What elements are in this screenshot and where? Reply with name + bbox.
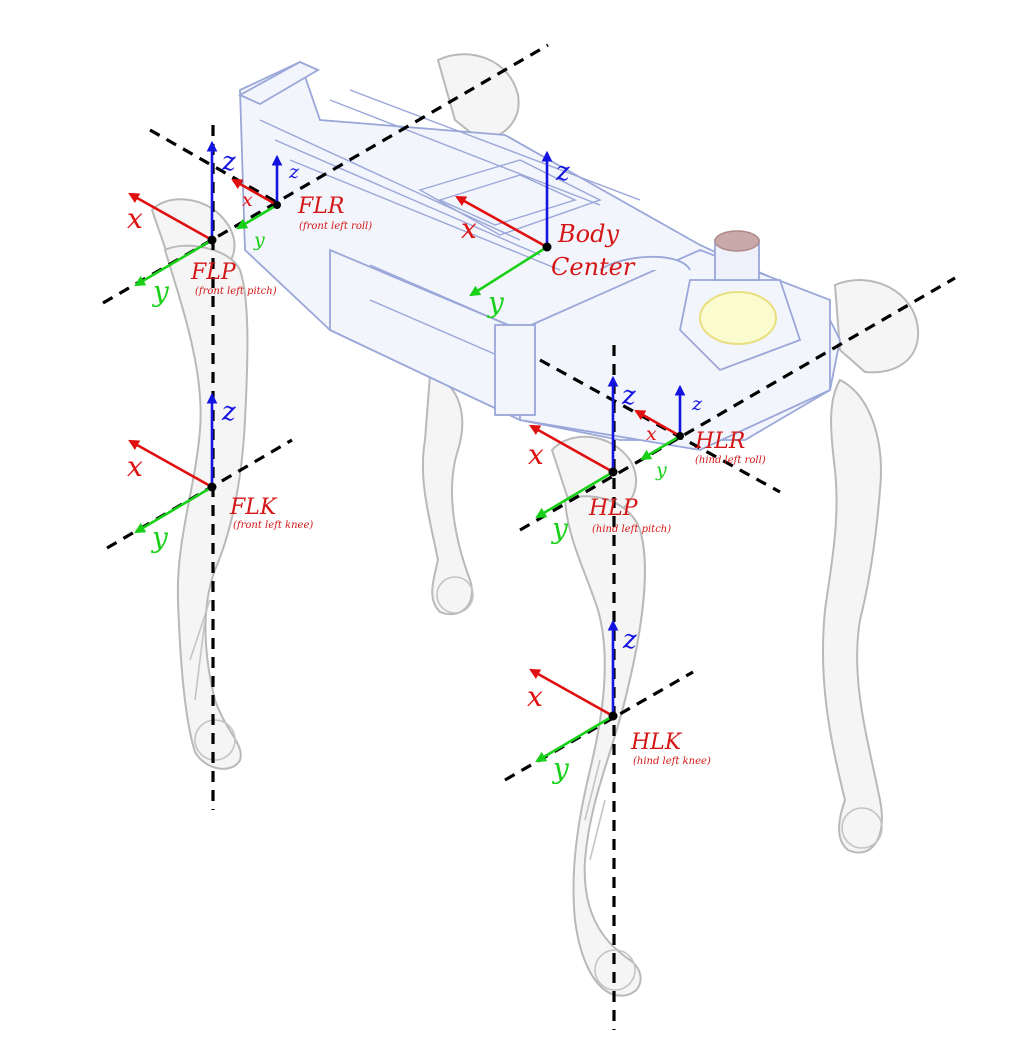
hlk-x-arrow — [529, 668, 614, 718]
flk-pitch-axis-line — [106, 438, 293, 550]
body-label-line1: Body — [557, 220, 619, 248]
hind-right-leg — [821, 279, 920, 854]
body-x-arrow — [455, 195, 548, 249]
hlk-x-label: x — [527, 680, 543, 713]
flr-x-label: x — [242, 189, 253, 211]
hlk-name: HLK — [630, 730, 683, 755]
hlp-name: HLP — [588, 496, 639, 521]
flr-desc: (front left roll) — [299, 221, 372, 232]
flp-point — [207, 235, 217, 245]
hlk-desc: (hind left knee) — [633, 756, 711, 767]
flr-y-arrow — [236, 203, 278, 230]
body-label-line2: Center — [551, 253, 636, 281]
flk-point — [207, 482, 217, 492]
hlp-pitch-axis-line — [519, 276, 956, 532]
hlr-x-arrow — [634, 409, 681, 438]
body-center-frame: x y z Body Center — [455, 150, 636, 319]
hlp-y-label: y — [550, 512, 569, 545]
hlp-x-arrow — [529, 424, 614, 474]
flp-frame: x y z FLP (front left pitch) — [127, 140, 277, 308]
flp-z-label: z — [221, 147, 236, 177]
flr-name: FLR — [297, 194, 344, 219]
flp-y-label: y — [151, 275, 170, 308]
flk-desc: (front left knee) — [233, 520, 313, 531]
hlk-point — [608, 711, 618, 721]
hlr-desc: (hind left roll) — [695, 455, 766, 466]
flk-frame: x y z FLK (front left knee) — [127, 392, 313, 554]
flk-y-arrow — [134, 485, 213, 534]
hlr-point — [676, 432, 684, 440]
flr-roll-axis-line — [149, 128, 279, 205]
flk-x-arrow — [128, 439, 213, 489]
hlp-y-arrow — [535, 470, 614, 519]
flp-y-arrow — [134, 238, 213, 287]
flp-x-arrow — [128, 192, 213, 242]
flr-x-arrow — [231, 178, 278, 207]
body-z-label: z — [555, 157, 570, 187]
hlr-y-arrow — [640, 434, 681, 461]
hlp-z-label: z — [621, 381, 636, 411]
hlp-x-label: x — [528, 438, 544, 471]
front-right-leg — [421, 53, 520, 616]
flr-frame: x y z FLR (front left roll) — [231, 154, 372, 251]
flk-name: FLK — [229, 495, 278, 520]
body-y-label: y — [486, 286, 505, 319]
flr-y-label: y — [253, 229, 265, 251]
hlk-z-label: z — [622, 625, 637, 655]
flr-z-label: z — [288, 161, 300, 183]
flk-z-label: z — [221, 397, 236, 427]
hlr-z-label: z — [691, 393, 703, 415]
hlk-pitch-axis-line — [504, 670, 694, 782]
robot-body — [237, 60, 841, 451]
body-x-label: x — [461, 212, 477, 245]
flr-point — [273, 201, 281, 209]
flk-x-label: x — [127, 450, 143, 483]
hlk-frame: x y z HLK (hind left knee) — [527, 619, 711, 785]
hlp-point — [608, 467, 618, 477]
hlk-y-arrow — [535, 714, 614, 763]
hlr-x-label: x — [646, 423, 657, 445]
hlp-desc: (hind left pitch) — [592, 524, 671, 535]
hlp-frame: x y z HLP (hind left pitch) — [528, 375, 671, 545]
hlk-y-label: y — [551, 752, 570, 785]
body-center-point — [542, 242, 552, 252]
body-y-arrow — [469, 245, 548, 297]
hlr-name: HLR — [694, 429, 745, 454]
flp-desc: (front left pitch) — [195, 286, 277, 297]
hlr-frame: x y z HLR (hind left roll) — [634, 384, 766, 481]
flp-name: FLP — [190, 260, 237, 285]
hlr-y-label: y — [655, 459, 667, 481]
flp-x-label: x — [127, 202, 143, 235]
flk-y-label: y — [150, 521, 169, 554]
